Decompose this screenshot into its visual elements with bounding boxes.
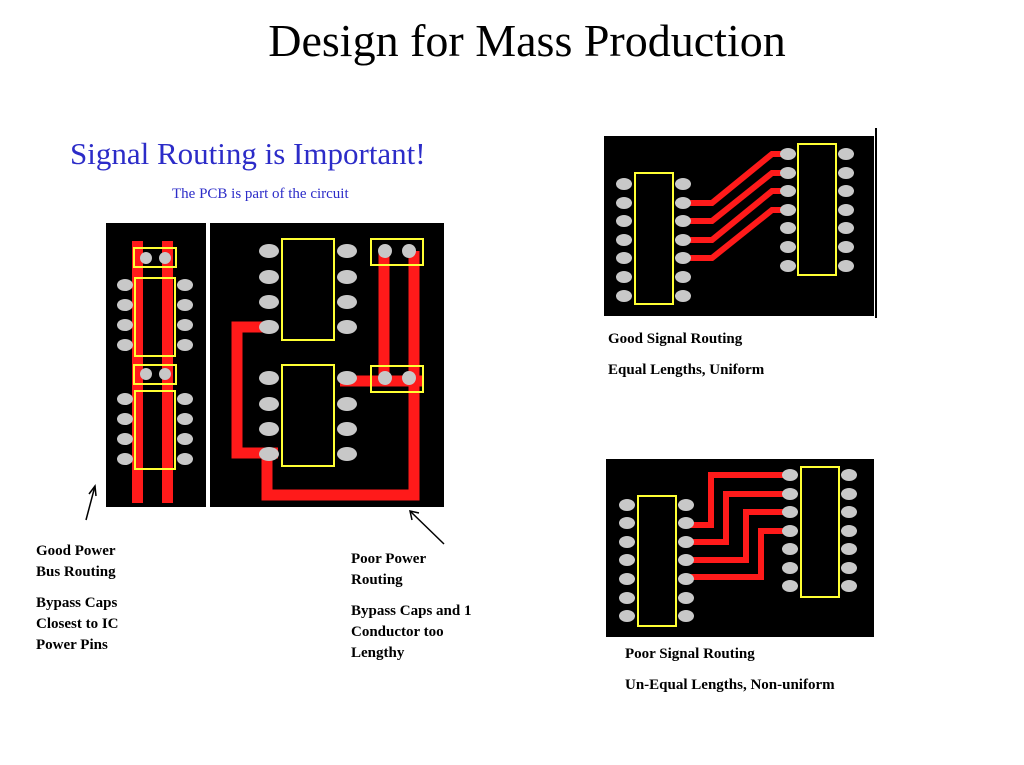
slide-divider-line <box>875 128 877 318</box>
poor-power-line1: Poor Power <box>351 551 427 567</box>
poor-signal-desc: Un-Equal Lengths, Non-uniform <box>625 677 835 693</box>
bypass-good-line3: Power Pins <box>36 637 108 653</box>
bypass-poor-line1: Bypass Caps and 1 <box>351 603 472 619</box>
good-power-pcb <box>106 223 206 507</box>
poor-power-caption: Poor Power Routing Bypass Caps and 1 Con… <box>351 549 471 664</box>
bypass-poor-line2: Conductor too <box>351 624 444 640</box>
poor-signal-pcb <box>606 459 874 637</box>
good-power-line2: Bus Routing <box>36 564 116 580</box>
good-signal-desc: Equal Lengths, Uniform <box>608 362 765 378</box>
bypass-good-line1: Bypass Caps <box>36 595 118 611</box>
good-signal-caption: Good Signal Routing Equal Lengths, Unifo… <box>608 329 764 381</box>
good-signal-title: Good Signal Routing <box>608 331 743 347</box>
poor-signal-caption: Poor Signal Routing Un-Equal Lengths, No… <box>625 644 835 696</box>
poor-power-line2: Routing <box>351 572 403 588</box>
good-power-line1: Good Power <box>36 543 116 559</box>
bypass-poor-line3: Lengthy <box>351 645 405 661</box>
good-signal-pcb <box>604 136 874 316</box>
bypass-good-line2: Closest to IC <box>36 616 119 632</box>
slide-title: Design for Mass Production <box>268 15 786 66</box>
slide-subtitle: Signal Routing is Important! <box>70 136 426 171</box>
poor-signal-title: Poor Signal Routing <box>625 646 755 662</box>
poor-power-pcb <box>210 223 444 507</box>
good-power-caption: Good Power Bus Routing Bypass Caps Close… <box>36 541 119 656</box>
slide-subnote: The PCB is part of the circuit <box>172 186 349 202</box>
